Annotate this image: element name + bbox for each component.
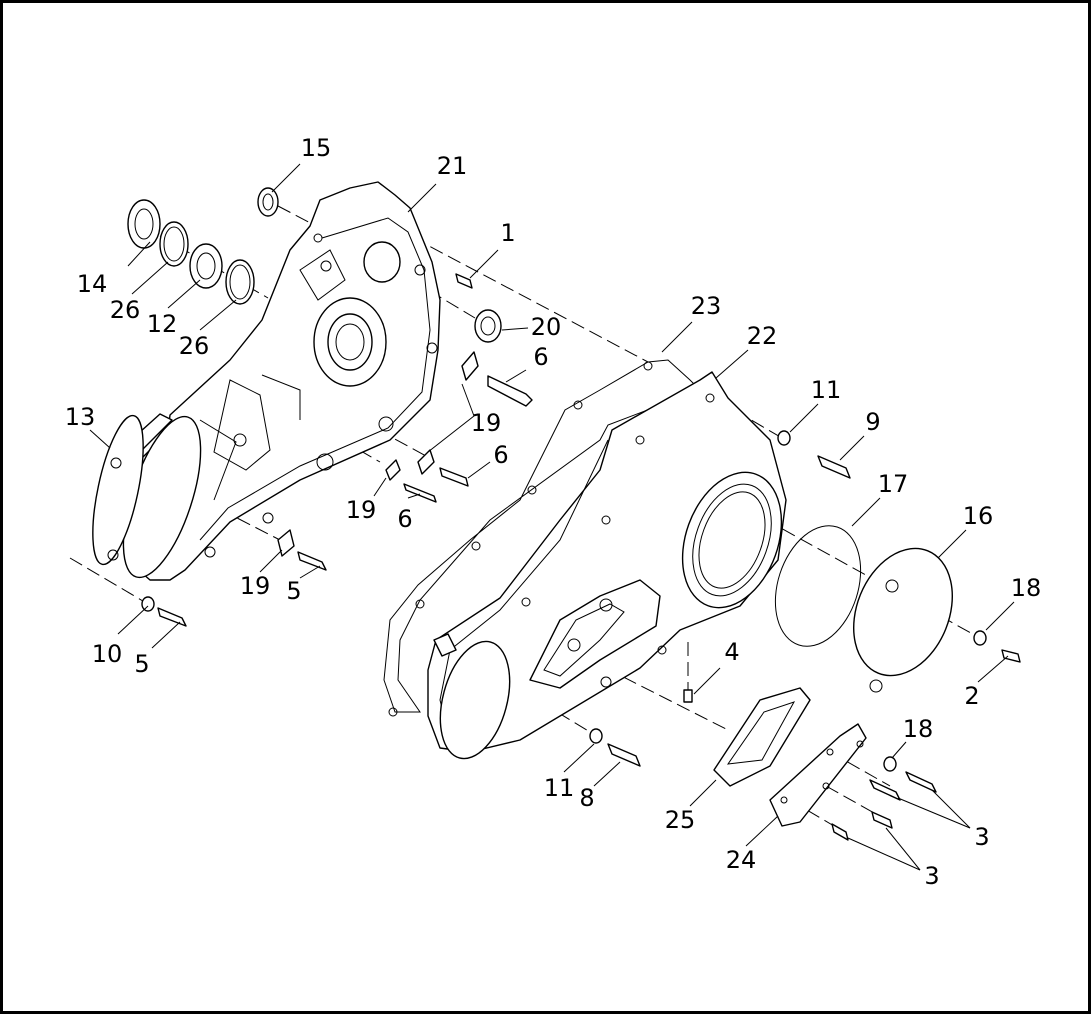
callout-11-b: 11 [544, 774, 575, 802]
part-17-o-ring [774, 525, 862, 647]
callout-26-b: 26 [179, 332, 210, 360]
callout-24: 24 [726, 846, 757, 874]
callout-19-b: 19 [346, 496, 377, 524]
part-26-ring-b [225, 259, 255, 305]
part-15-seal [257, 187, 279, 217]
part-8-screw [607, 743, 641, 767]
part-6-bolt-c [403, 483, 437, 503]
callout-23: 23 [691, 292, 722, 320]
part-9-screw [817, 455, 851, 479]
callout-15: 15 [301, 134, 332, 162]
part-26-ring-a [159, 221, 189, 267]
callout-1: 1 [500, 219, 515, 247]
part-19-lockplate-a [461, 351, 479, 381]
callout-13: 13 [65, 403, 96, 431]
callout-labels: 15 21 1 14 26 12 26 20 6 19 6 19 6 13 19… [65, 134, 1042, 890]
part-6-bolt-b [439, 467, 469, 487]
callout-18-a: 18 [1011, 574, 1042, 602]
callout-17: 17 [878, 470, 909, 498]
part-16-derby-cover [853, 547, 953, 677]
part-2-screw [1001, 649, 1021, 663]
part-13-gasket [92, 413, 173, 566]
callout-25: 25 [665, 806, 696, 834]
callout-5-a: 5 [286, 577, 301, 605]
leader-lines [89, 163, 1015, 871]
callout-2: 2 [964, 682, 979, 710]
part-25-gasket [713, 687, 811, 787]
part-6-bolt-a [487, 375, 533, 407]
left-hardware [141, 273, 533, 627]
callout-4: 4 [724, 638, 739, 666]
callout-19-c: 19 [240, 572, 271, 600]
callout-3-a: 3 [974, 823, 989, 851]
part-3-screw-c [871, 811, 893, 829]
part-24-inspection-cover [769, 723, 867, 827]
callout-8: 8 [579, 784, 594, 812]
part-5-screw-b [157, 607, 187, 627]
part-20-bushing [474, 309, 502, 343]
callout-14: 14 [77, 270, 108, 298]
callout-6-a: 6 [533, 343, 548, 371]
part-19-lockplate-c [385, 459, 401, 481]
callout-10: 10 [92, 640, 123, 668]
callout-20: 20 [531, 313, 562, 341]
callout-6-c: 6 [397, 505, 412, 533]
callout-6-b: 6 [493, 441, 508, 469]
callout-19-a: 19 [471, 409, 502, 437]
part-12-bearing [189, 243, 223, 289]
callout-9: 9 [865, 408, 880, 436]
callout-22: 22 [747, 322, 778, 350]
callout-12: 12 [147, 310, 178, 338]
callout-5-b: 5 [134, 650, 149, 678]
callout-11-a: 11 [811, 376, 842, 404]
callout-3-b: 3 [924, 862, 939, 890]
part-18-washer-a [973, 630, 987, 646]
part-23-gasket [383, 359, 701, 717]
bearing-stack [127, 187, 502, 343]
inner-primary-housing [122, 181, 441, 581]
callout-16: 16 [963, 502, 994, 530]
part-22-outer-cover [427, 371, 787, 760]
callout-26-a: 26 [110, 296, 141, 324]
part-3-screw-b [869, 779, 901, 801]
part-10-washer [141, 596, 155, 612]
part-14-seal [127, 199, 161, 249]
callout-18-b: 18 [903, 715, 934, 743]
part-1-dowel [455, 273, 473, 289]
part-3-screw-d [831, 823, 849, 841]
part-5-screw-a [297, 551, 327, 571]
callout-21: 21 [437, 152, 468, 180]
part-3-screw-a [905, 771, 937, 793]
part-11-washer-b [589, 728, 603, 744]
part-19-lockplate-b [417, 449, 435, 475]
part-4-plug [683, 689, 693, 703]
part-11-washer-a [777, 430, 791, 446]
part-18-washer-b [883, 756, 897, 772]
right-hardware [589, 430, 1021, 841]
